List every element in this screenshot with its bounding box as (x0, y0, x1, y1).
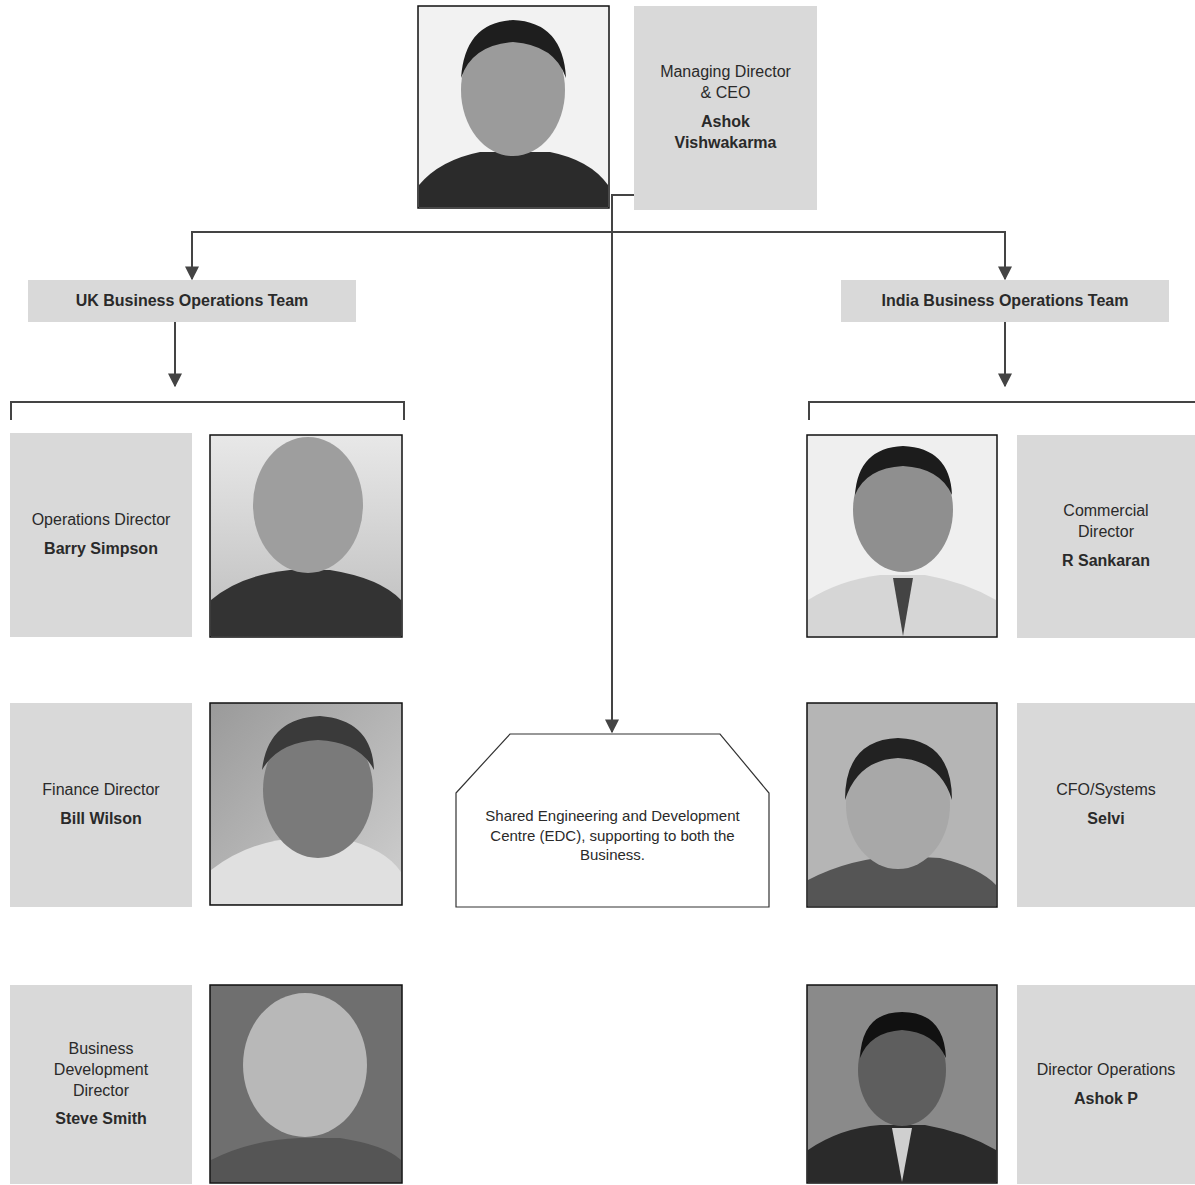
role-title: Finance Director (42, 780, 159, 801)
role-title: CFO/Systems (1056, 780, 1156, 801)
role-box: Business Development DirectorSteve Smith (10, 985, 192, 1184)
person-name: R Sankaran (1062, 551, 1150, 572)
pentagon-shape (456, 734, 769, 907)
bracket-arrow (174, 322, 176, 386)
person-name: UK Business Operations Team (76, 291, 309, 312)
person-name: Selvi (1087, 809, 1124, 830)
role-title: Shared Engineering and Development Centr… (482, 806, 744, 865)
role-box: India Business Operations Team (841, 280, 1169, 322)
bracket (11, 322, 1195, 420)
role-title: Director Operations (1037, 1060, 1176, 1081)
role-box: Commercial Director R Sankaran (1017, 435, 1195, 638)
portrait-photo (210, 985, 402, 1183)
person-name: Bill Wilson (60, 809, 142, 830)
bracket-line (809, 402, 1195, 420)
bracket-line (11, 402, 404, 420)
pentagon-box: Shared Engineering and Development Centr… (455, 733, 770, 908)
role-box: Operations DirectorBarry Simpson (10, 433, 192, 637)
person-name: Steve Smith (55, 1109, 147, 1130)
person-name: India Business Operations Team (882, 291, 1129, 312)
role-title: Managing Director & CEO (656, 62, 796, 104)
portrait-photo (807, 985, 997, 1183)
portrait-photo (807, 703, 997, 907)
person-name: Barry Simpson (44, 539, 158, 560)
portrait-photo (210, 703, 402, 905)
role-box: Finance DirectorBill Wilson (10, 703, 192, 907)
person-name: Ashok P (1074, 1089, 1138, 1110)
role-title: Business Development Director (31, 1039, 171, 1101)
bracket-arrow (1004, 322, 1006, 386)
role-box: Managing Director & CEO Ashok Vishwakarma (634, 6, 817, 210)
role-box: CFO/SystemsSelvi (1017, 703, 1195, 907)
role-title: Operations Director (32, 510, 171, 531)
role-title: Commercial Director (1036, 501, 1176, 543)
portrait-photo (210, 435, 402, 637)
person-name: Ashok Vishwakarma (656, 112, 796, 154)
role-box: Director OperationsAshok P (1017, 985, 1195, 1184)
reporting-arrow (192, 195, 634, 279)
reporting-arrow (612, 195, 634, 732)
portrait-photo (418, 6, 609, 208)
role-box: UK Business Operations Team (28, 280, 356, 322)
portrait-photo (807, 435, 997, 637)
